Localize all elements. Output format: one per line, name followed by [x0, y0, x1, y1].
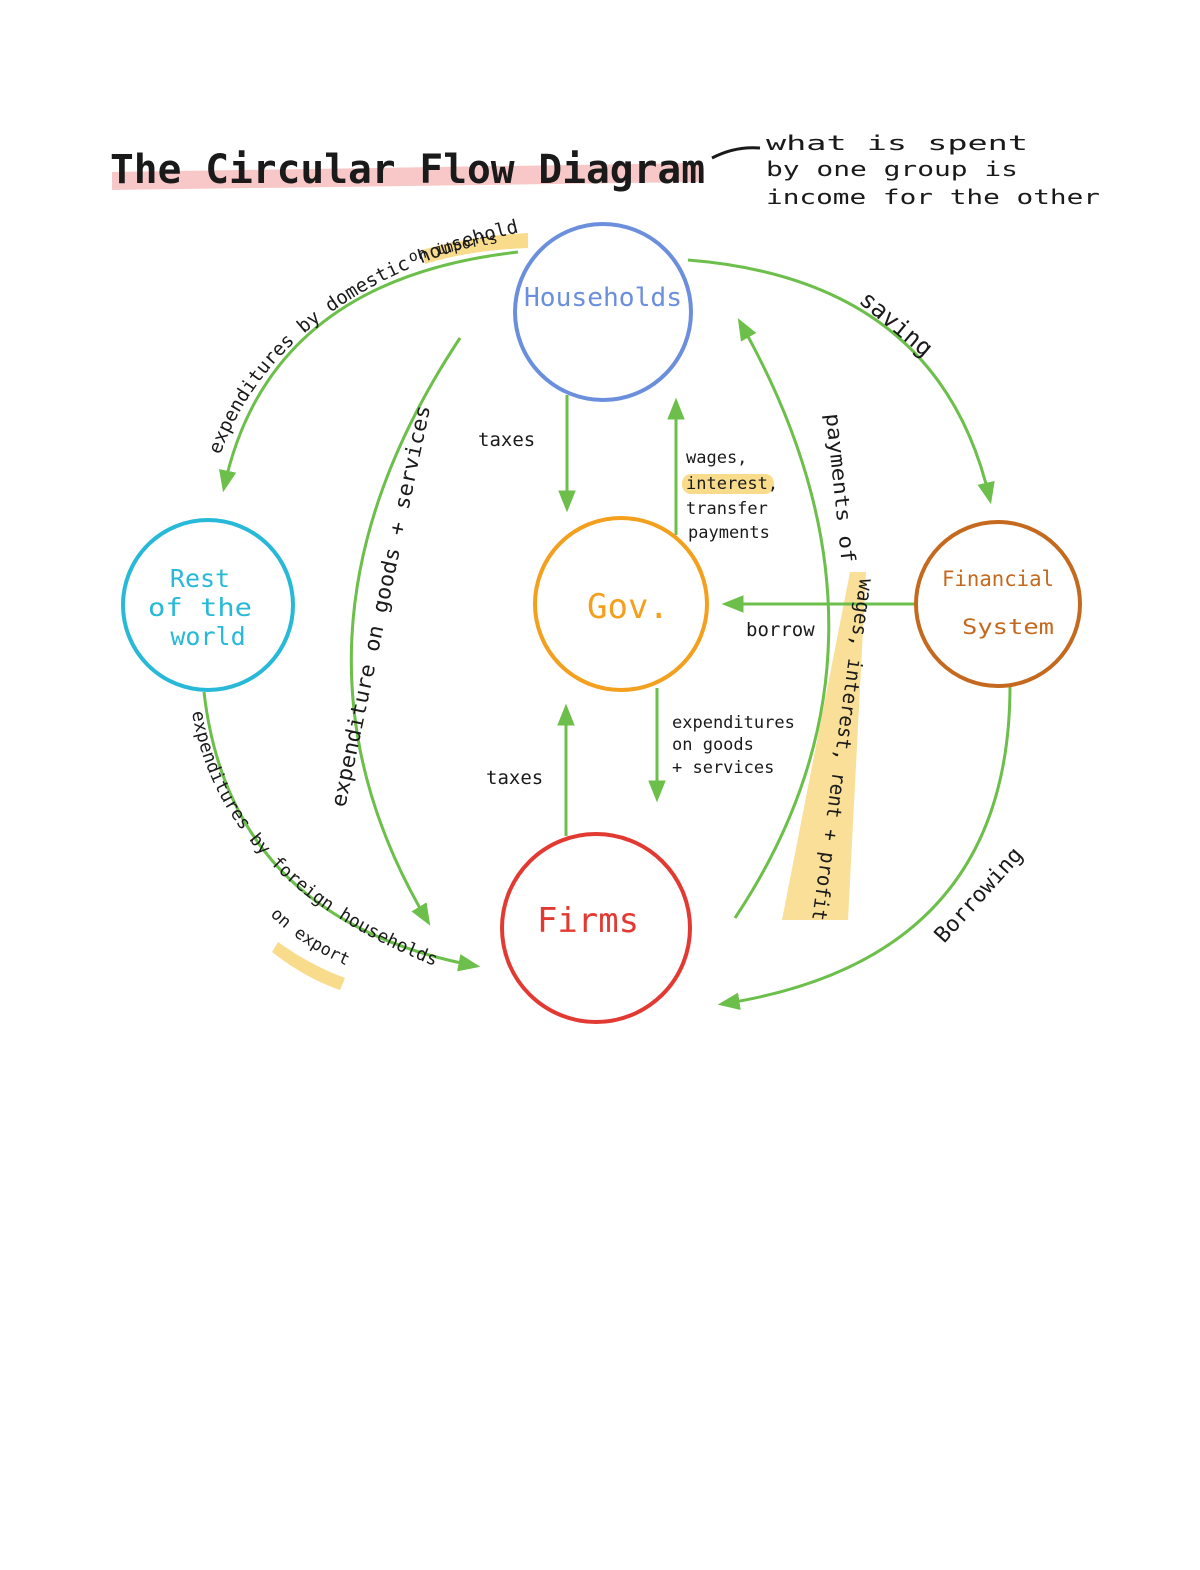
label-taxes-firms: taxes	[486, 767, 543, 789]
label-gov-expenditure-3: + services	[672, 758, 774, 778]
arrow-borrowing	[717, 685, 1012, 1011]
node-financial-system-label-1: Financial	[942, 567, 1054, 591]
page-title: The Circular Flow Diagram	[110, 147, 705, 193]
node-households	[513, 222, 693, 402]
node-rest-of-world-label-1: Rest	[170, 564, 230, 593]
note-line-2: by one group is	[766, 157, 1018, 181]
node-gov-label: Gov.	[587, 587, 669, 627]
node-firms-label: Firms	[537, 901, 639, 941]
arrow-factor-payments	[733, 318, 831, 919]
label-borrow: borrow	[746, 619, 815, 641]
highlight-exports	[272, 942, 345, 990]
arrow-exports	[202, 691, 481, 972]
note-dash	[711, 146, 761, 160]
label-exports-on: on exports	[0, 0, 353, 970]
node-financial-system-label-2: System	[962, 615, 1054, 639]
label-saving: saving	[854, 285, 938, 362]
highlight-wages-rent-profit	[782, 572, 866, 920]
label-wages-4: payments	[688, 523, 770, 543]
label-imports: expenditures by domestic households	[0, 0, 520, 457]
title-highlight	[112, 163, 700, 190]
node-gov	[533, 516, 709, 692]
node-households-label: Households	[524, 283, 682, 313]
label-taxes-households: taxes	[478, 429, 535, 451]
node-rest-of-world-label-2: of the	[148, 593, 252, 622]
arrow-household-expenditure	[349, 337, 462, 926]
highlight-imports	[422, 233, 528, 264]
node-rest-of-world	[121, 518, 295, 692]
node-firms	[500, 832, 692, 1024]
label-wages-3: transfer	[686, 499, 768, 519]
label-gov-expenditure-2: on goods	[672, 735, 754, 755]
note-line-1: what is spent	[766, 131, 1028, 155]
node-financial-system	[914, 520, 1082, 688]
label-wages-2: interest,	[686, 474, 778, 494]
note-line-3: income for the other	[766, 185, 1100, 209]
label-payments-of: payments of	[821, 412, 861, 564]
arrow-saving	[687, 258, 995, 505]
label-wages-1: wages,	[686, 448, 747, 468]
highlight-interest	[682, 474, 774, 494]
node-rest-of-world-label-3: world	[170, 622, 245, 651]
label-household-expenditure: expenditure on goods + services	[326, 403, 435, 809]
label-gov-expenditure-1: expenditures	[672, 713, 795, 733]
arrow-imports	[219, 250, 519, 493]
